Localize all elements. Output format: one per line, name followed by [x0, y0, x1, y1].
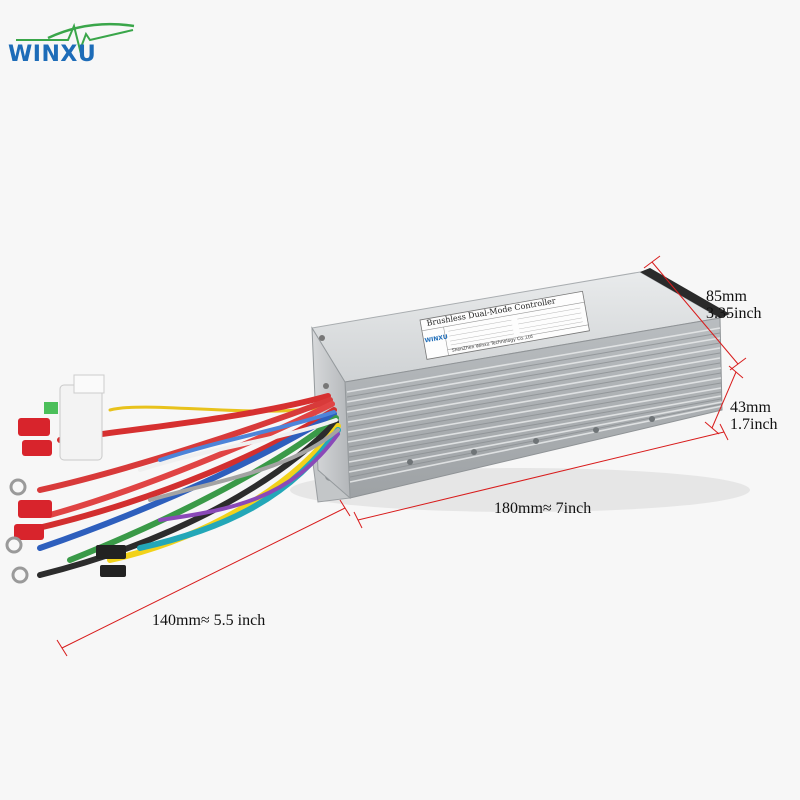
height-mm: 85mm [706, 288, 747, 305]
side-screws [407, 416, 655, 465]
brand-name: WINXU [8, 42, 97, 67]
depth-inch: 1.7inch [730, 416, 778, 433]
white-connector [59, 374, 105, 461]
label-logo: WINXU [424, 333, 449, 345]
end-screw-top [319, 335, 325, 341]
black-plugs [96, 545, 126, 577]
end-screw-bottom [323, 383, 329, 389]
product-label [419, 290, 590, 360]
logo-swoosh-icon [16, 22, 135, 54]
green-connector [44, 402, 58, 414]
length-dimension-label: 180mm≈ 7inch [494, 500, 592, 517]
height-dimension-label: 85mm 3.35inch [706, 288, 762, 322]
ring-terminals [5, 478, 29, 584]
cooling-fin-shadows [346, 332, 723, 478]
red-connectors [14, 418, 52, 540]
brand-logo: WINXU [8, 20, 138, 80]
height-inch: 3.35inch [706, 305, 762, 322]
controller-back-edge [640, 268, 730, 318]
wiring-harness [27, 393, 341, 578]
dimension-lines [56, 255, 747, 657]
depth-mm: 43mm [730, 399, 771, 416]
depth-dimension-label: 43mm 1.7inch [730, 399, 778, 433]
cable-length-dimension-label: 140mm≈ 5.5 inch [152, 612, 266, 629]
